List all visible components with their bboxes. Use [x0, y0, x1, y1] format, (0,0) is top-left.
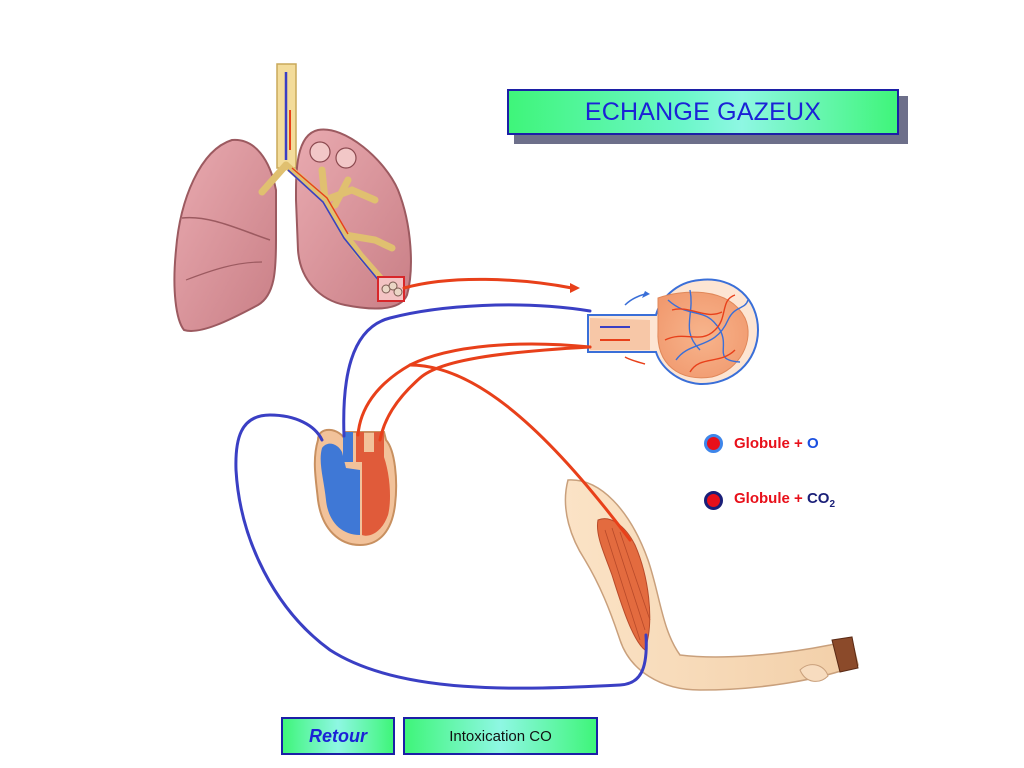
- legend-plus: +: [794, 435, 803, 452]
- arm-icon: [564, 479, 859, 691]
- red-cell-co2-icon: [704, 490, 723, 510]
- deoxygenated-vessel: [234, 303, 648, 690]
- legend-plus: +: [794, 490, 803, 507]
- legend-item-oxygen: Globule + O: [704, 434, 819, 453]
- lungs-icon: [173, 63, 412, 332]
- legend-label: Globule: [734, 435, 790, 452]
- title-banner: ECHANGE GAZEUX: [507, 89, 899, 135]
- page-title: ECHANGE GAZEUX: [584, 97, 822, 126]
- intoxication-co-button-label: Intoxication CO: [449, 727, 552, 745]
- oxygenated-vessel: [356, 277, 632, 542]
- alveolus-icon: [587, 278, 760, 386]
- heart-icon: [313, 428, 398, 547]
- legend-gas-subscript: 2: [829, 499, 836, 510]
- retour-button[interactable]: Retour: [281, 717, 395, 755]
- flow-arrow: [570, 283, 580, 293]
- red-cell-oxygen-icon: [704, 434, 723, 453]
- legend-gas: CO: [806, 490, 830, 507]
- retour-button-label: Retour: [309, 725, 367, 746]
- intoxication-co-button[interactable]: Intoxication CO: [403, 717, 598, 755]
- legend-label: Globule: [734, 490, 790, 507]
- legend-item-co2: Globule + CO2: [704, 490, 835, 510]
- legend-gas: O: [806, 435, 819, 452]
